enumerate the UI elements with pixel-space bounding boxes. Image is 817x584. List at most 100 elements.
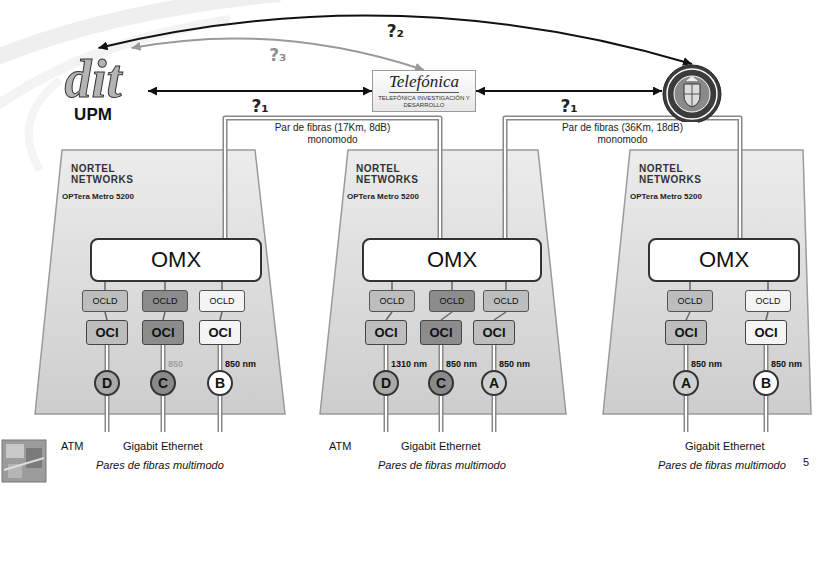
ocld-box: OCLD <box>483 290 529 312</box>
multimode-link <box>686 345 687 370</box>
multimode-link <box>386 345 387 370</box>
ocld-box: OCLD <box>745 290 791 312</box>
link-arrow <box>148 91 372 92</box>
label-holder: ATM <box>61 436 83 454</box>
oci-box: OCI <box>665 320 707 345</box>
edge-label: ?₂ <box>387 21 404 41</box>
ocld-box: OCLD <box>667 290 713 312</box>
chassis-outline <box>603 150 811 414</box>
logo-upm: ditUPM <box>38 48 148 130</box>
edge-label-holder: 850 <box>168 353 183 371</box>
port-letter: C <box>158 375 168 391</box>
label-holder: Pares de fibras multimodo <box>378 455 506 473</box>
note-label: Pares de fibras multimodo <box>658 459 786 471</box>
edge-label-holder: 1310 nm <box>391 353 427 371</box>
ocld-box: OCLD <box>199 290 245 312</box>
box-label: OCLD <box>379 296 404 306</box>
ocld-box: OCLD <box>142 290 188 312</box>
note-label: Pares de fibras multimodo <box>96 459 224 471</box>
box-label: OCLD <box>493 296 518 306</box>
logo-text: dit <box>64 52 121 106</box>
oci-box: OCI <box>745 320 787 345</box>
swoosh <box>0 0 280 60</box>
port-circle: C <box>428 370 454 396</box>
oci-box: OCI <box>142 320 184 345</box>
edge-label: Par de fibras (17Km, 8dB) monomodo <box>263 122 403 146</box>
box-label: OCLD <box>152 296 177 306</box>
omx-box: OMX <box>90 238 262 282</box>
edge-label-holder: ?₃ <box>269 45 286 65</box>
oci-box: OCI <box>365 320 407 345</box>
label-holder: 5 <box>803 452 809 470</box>
note-label: ATM <box>61 440 83 452</box>
model-name: OPTera Metro 5200 <box>630 193 811 202</box>
port-letter: C <box>436 375 446 391</box>
swoosh <box>29 80 60 170</box>
oci-box: OCI <box>86 320 128 345</box>
ocld-box: OCLD <box>429 290 475 312</box>
edge-label-holder: 850 nm <box>691 353 722 371</box>
label-holder: Pares de fibras multimodo <box>96 455 224 473</box>
logo-telefonica: TelefónicaTELEFÓNICA INVESTIGACIÓN Y DES… <box>372 70 476 112</box>
internal-link <box>165 282 166 290</box>
port-letter: A <box>489 375 499 391</box>
logo-text: Telefónica <box>389 73 459 93</box>
port-circle: D <box>94 370 120 396</box>
box-label: OMX <box>427 247 477 273</box>
box-label: OCLD <box>755 296 780 306</box>
box-label: OCI <box>374 325 397 340</box>
edge-label: 850 nm <box>499 359 530 369</box>
note-label: Gigabit Ethernet <box>685 440 765 452</box>
edge-label: 1310 nm <box>391 359 427 369</box>
box-label: OCI <box>674 325 697 340</box>
box-label: OCI <box>754 325 777 340</box>
internal-link <box>452 282 453 290</box>
chassis: NORTEL NETWORKSOPTera Metro 5200OMXOCLDO… <box>603 150 811 414</box>
multimode-link <box>107 345 108 370</box>
port-letter: A <box>681 375 691 391</box>
edge-label: ?₁ <box>561 96 578 116</box>
box-label: OCI <box>208 325 231 340</box>
model-name: OPTera Metro 5200 <box>62 193 285 202</box>
internal-link <box>768 282 769 290</box>
edge-label: ?₃ <box>269 45 286 65</box>
ocld-box: OCLD <box>369 290 415 312</box>
edge-label-holder: Par de fibras (36Km, 18dB) monomodo <box>548 122 698 146</box>
edge-label-holder: 850 nm <box>499 353 530 371</box>
brand-text: NORTEL NETWORKS <box>71 164 135 185</box>
oci-box: OCI <box>199 320 241 345</box>
port-circle: A <box>481 370 507 396</box>
ocld-box: OCLD <box>82 290 128 312</box>
box-label: OMX <box>699 247 749 273</box>
model-name: OPTera Metro 5200 <box>347 193 566 202</box>
edge-label: 850 nm <box>771 359 802 369</box>
multimode-link <box>220 345 221 370</box>
multimode-link <box>494 345 495 370</box>
label-holder: Gigabit Ethernet <box>685 436 765 454</box>
box-label: OCI <box>482 325 505 340</box>
edge-label-holder: 850 nm <box>225 353 256 371</box>
multimode-link <box>163 345 164 370</box>
caption: TELEFÓNICA INVESTIGACIÓN Y DESARROLLO <box>377 95 471 109</box>
port-circle: B <box>207 370 233 396</box>
edge-label: 850 nm <box>225 359 256 369</box>
edge-label-holder: ?₁ <box>561 96 578 116</box>
note-label: 5 <box>803 456 809 468</box>
internal-link <box>506 282 507 290</box>
box-label: OCLD <box>439 296 464 306</box>
port-letter: B <box>215 375 225 391</box>
edge-label-holder: ?₁ <box>252 96 269 116</box>
note-label: Gigabit Ethernet <box>401 440 481 452</box>
port-circle: C <box>150 370 176 396</box>
edge-label-holder: Par de fibras (17Km, 8dB) monomodo <box>263 122 403 146</box>
internal-link <box>105 282 106 290</box>
label-holder: Gigabit Ethernet <box>123 436 203 454</box>
box-label: OCLD <box>92 296 117 306</box>
edge-label: ?₁ <box>252 96 269 116</box>
edge-label-holder: 850 nm <box>771 353 802 371</box>
box-label: OCLD <box>209 296 234 306</box>
omx-box: OMX <box>362 238 542 282</box>
edge-label: 850 <box>168 359 183 369</box>
label-holder: ATM <box>329 436 351 454</box>
